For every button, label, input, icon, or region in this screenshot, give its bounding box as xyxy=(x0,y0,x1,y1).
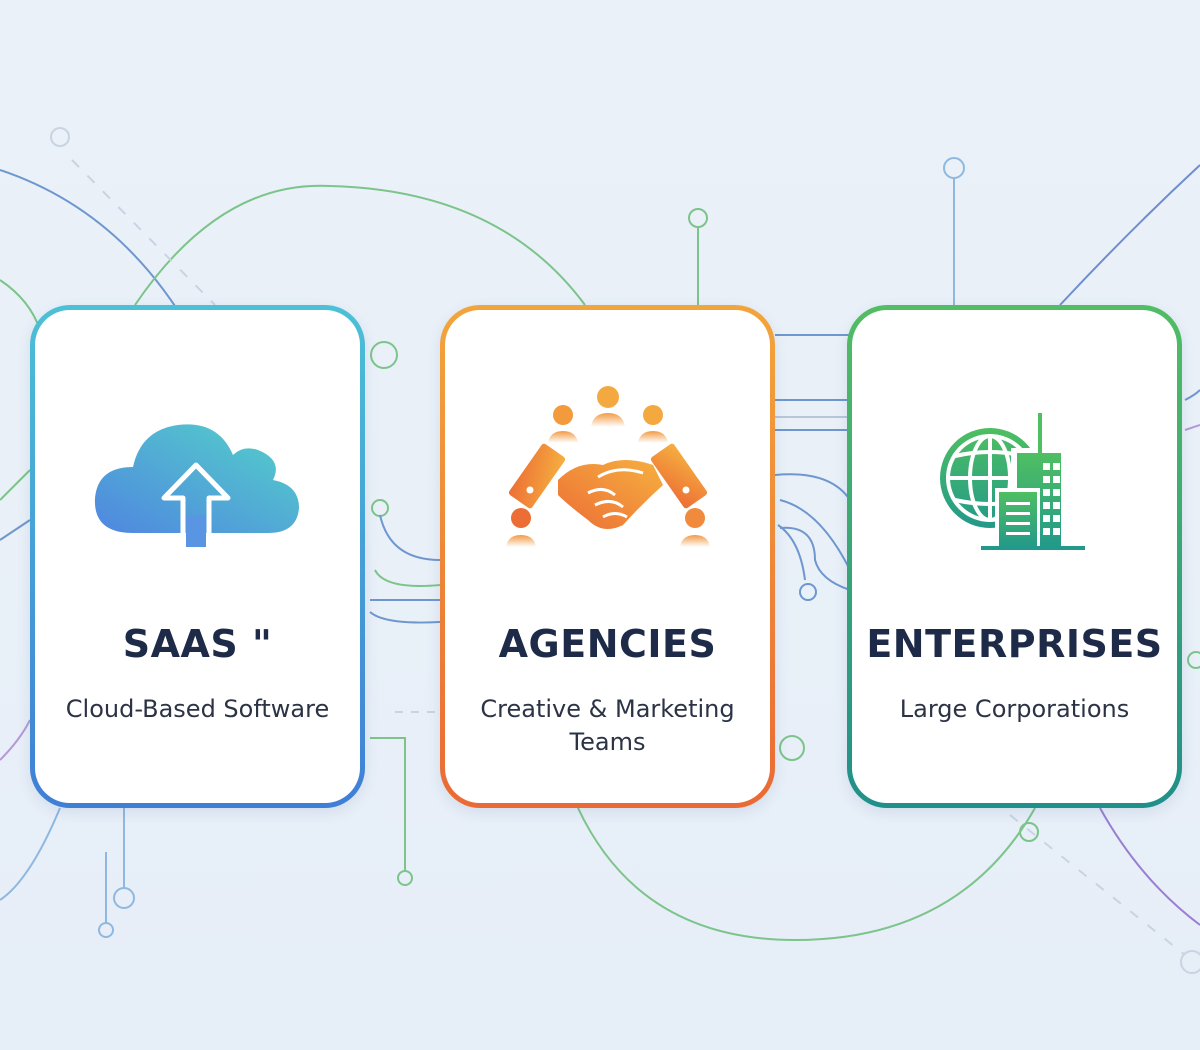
card-subtitle: Large Corporations xyxy=(899,695,1130,723)
card-title: ENTERPRISES xyxy=(866,622,1163,666)
card-agencies[interactable]: AGENCIES Creative & Marketing Teams xyxy=(440,305,775,808)
globe-building-icon xyxy=(852,408,1177,568)
cloud-upload-icon xyxy=(35,405,360,565)
card-enterprises[interactable]: ENTERPRISES Large Corporations xyxy=(847,305,1182,808)
card-saas[interactable]: SAAS " Cloud-Based Software xyxy=(30,305,365,808)
handshake-team-icon xyxy=(445,385,770,547)
card-title: AGENCIES xyxy=(498,622,717,666)
card-title: SAAS " xyxy=(122,622,273,666)
card-subtitle: Creative & Marketing Teams xyxy=(480,695,735,756)
card-subtitle: Cloud-Based Software xyxy=(65,695,330,723)
